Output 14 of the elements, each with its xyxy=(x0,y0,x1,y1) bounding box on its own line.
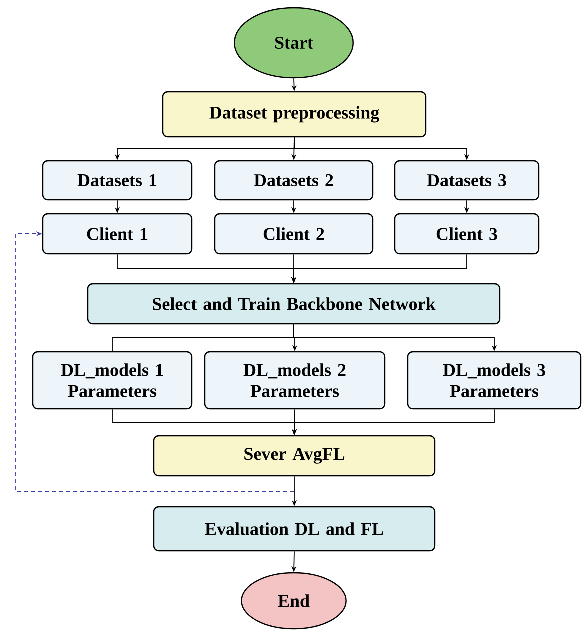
process-box: Datasets 2 xyxy=(214,160,374,201)
process-box: Sever AvgFL xyxy=(153,435,436,477)
process-box: Select and Train Backbone Network xyxy=(87,283,501,325)
process-box: Client 1 xyxy=(42,213,193,255)
process-box: Client 2 xyxy=(214,213,374,255)
process-box: Datasets 1 xyxy=(42,160,193,201)
process-box: Dataset preprocessing xyxy=(162,91,427,138)
process-box: Datasets 3 xyxy=(394,160,540,201)
process-box: DL_models 2 Parameters xyxy=(204,351,386,410)
process-box: Client 3 xyxy=(394,213,540,255)
process-box: DL_models 3 Parameters xyxy=(407,351,582,410)
process-box: Evaluation DL and FL xyxy=(153,506,436,552)
process-box: DL_models 1 Parameters xyxy=(32,351,193,410)
arrow xyxy=(16,231,295,492)
